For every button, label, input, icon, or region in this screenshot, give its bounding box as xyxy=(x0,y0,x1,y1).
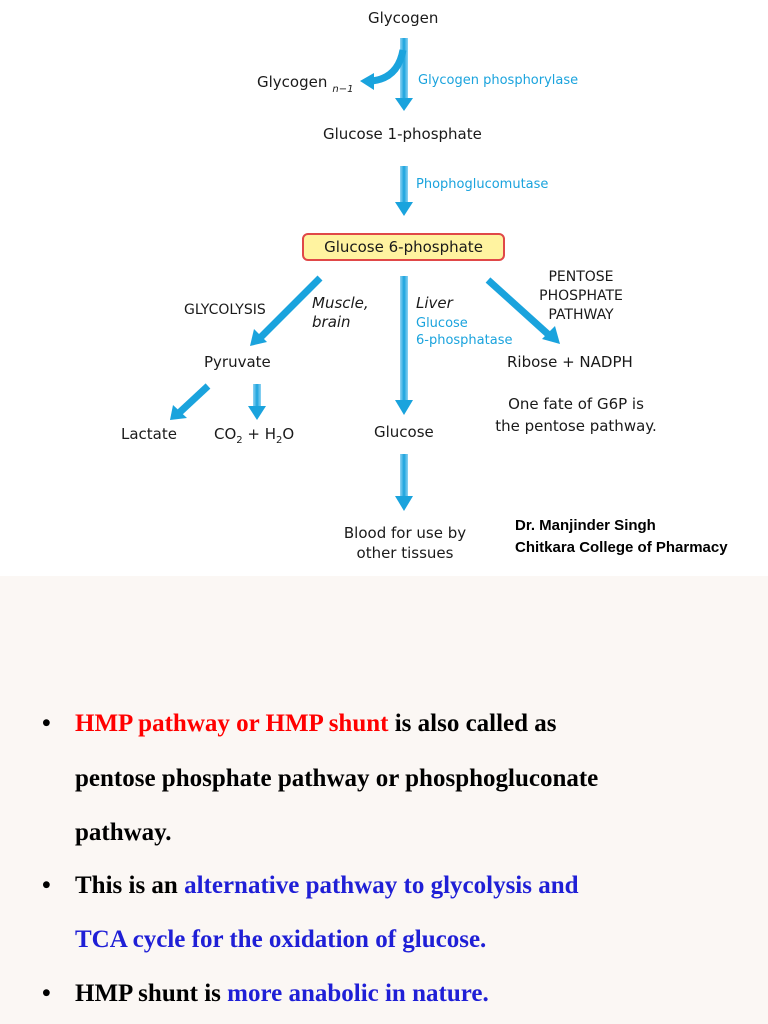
label-liver: Liver xyxy=(416,294,453,312)
co2-co: CO xyxy=(214,425,237,443)
note-fate-line1: One fate of G6P is xyxy=(508,395,644,413)
arrow-glycogen-to-g1p xyxy=(395,38,413,111)
pathway-diagram: Glycogen Glycogen n−1 Glycogen phosphoryl… xyxy=(121,9,728,562)
node-blood-line1: Blood for use by xyxy=(343,524,467,542)
arrow-g6p-to-glucose xyxy=(395,276,413,415)
bullet-3-line1: • HMP shunt is more anabolic in nature. xyxy=(42,980,489,1008)
label-ppp-line1: PENTOSE xyxy=(548,269,614,285)
node-glucose-1-phosphate: Glucose 1-phosphate xyxy=(323,125,482,143)
bullet-text-panel: • HMP pathway or HMP shunt is also called… xyxy=(0,576,768,1024)
bullet-1-dot: • xyxy=(42,710,51,737)
arrow-glucose-to-blood xyxy=(395,454,413,511)
label-muscle-brain-line2: brain xyxy=(312,313,351,331)
arrow-curve-to-glycogen-n1 xyxy=(360,49,407,90)
arrow-g1p-to-g6p xyxy=(395,166,413,216)
label-glycolysis: GLYCOLYSIS xyxy=(184,302,266,318)
node-glucose-6-phosphate: Glucose 6-phosphate xyxy=(302,233,505,261)
bullet-1-line3: pathway. xyxy=(75,819,172,846)
note-fate-line2: the pentose pathway. xyxy=(495,417,657,435)
bullet-3-dot: • xyxy=(42,980,51,1007)
bullet-2-line1: • This is an alternative pathway to glyco… xyxy=(42,872,579,900)
arrow-pyruvate-to-lactate xyxy=(170,383,211,420)
bullet-2-dot: • xyxy=(42,872,51,899)
node-lactate: Lactate xyxy=(121,425,177,443)
bullet-3-highlight: more anabolic in nature. xyxy=(227,980,489,1007)
node-glycogen-n1-text: Glycogen xyxy=(257,73,328,91)
node-glucose: Glucose xyxy=(374,423,434,441)
bullet-1-rest: is also called as xyxy=(388,710,557,737)
credit-institution: Chitkara College of Pharmacy xyxy=(515,539,728,556)
node-glycogen: Glycogen xyxy=(368,9,439,27)
node-glycogen-n1-subscript: n−1 xyxy=(332,84,354,95)
enzyme-glycogen-phosphorylase: Glycogen phosphorylase xyxy=(418,73,579,88)
bullet-1-highlight: HMP pathway or HMP shunt xyxy=(75,710,389,737)
pathway-arrows xyxy=(170,38,560,511)
enzyme-phosphoglucomutase: Phophoglucomutase xyxy=(416,177,549,192)
arrow-g6p-to-pyruvate xyxy=(250,275,323,346)
bullet-1-line1: • HMP pathway or HMP shunt is also called… xyxy=(42,710,557,738)
bullet-2-highlight: alternative pathway to glycolysis and xyxy=(184,872,579,899)
enzyme-glucose-6-phosphatase-line1: Glucose xyxy=(416,316,468,331)
credit-name: Dr. Manjinder Singh xyxy=(515,517,656,534)
bullet-2-line2: TCA cycle for the oxidation of glucose. xyxy=(75,926,487,953)
node-blood-line2: other tissues xyxy=(356,544,454,562)
node-co2-h2o: CO2 + H2O xyxy=(214,425,295,446)
h2o-o: O xyxy=(282,425,295,443)
bullet-3-lead: HMP shunt is xyxy=(75,980,228,1007)
label-muscle-brain-line1: Muscle, xyxy=(312,294,369,312)
enzyme-glucose-6-phosphatase-line2: 6-phosphatase xyxy=(416,333,513,348)
arrow-pyruvate-to-co2 xyxy=(248,384,266,420)
node-ribose-nadph: Ribose + NADPH xyxy=(507,353,633,371)
label-ppp-line3: PATHWAY xyxy=(548,307,614,323)
arrow-g6p-to-ribose xyxy=(485,277,560,344)
co2-subscript: 2 xyxy=(236,435,243,446)
node-pyruvate: Pyruvate xyxy=(204,353,271,371)
label-ppp-line2: PHOSPHATE xyxy=(539,288,623,304)
node-glycogen-n1: Glycogen n−1 xyxy=(257,73,353,95)
bullet-1-line2: pentose phosphate pathway or phosphogluc… xyxy=(75,765,599,792)
co2-plus-h: + H xyxy=(242,425,277,443)
bullet-2-lead: This is an xyxy=(75,872,185,899)
h2o-subscript: 2 xyxy=(276,435,283,446)
